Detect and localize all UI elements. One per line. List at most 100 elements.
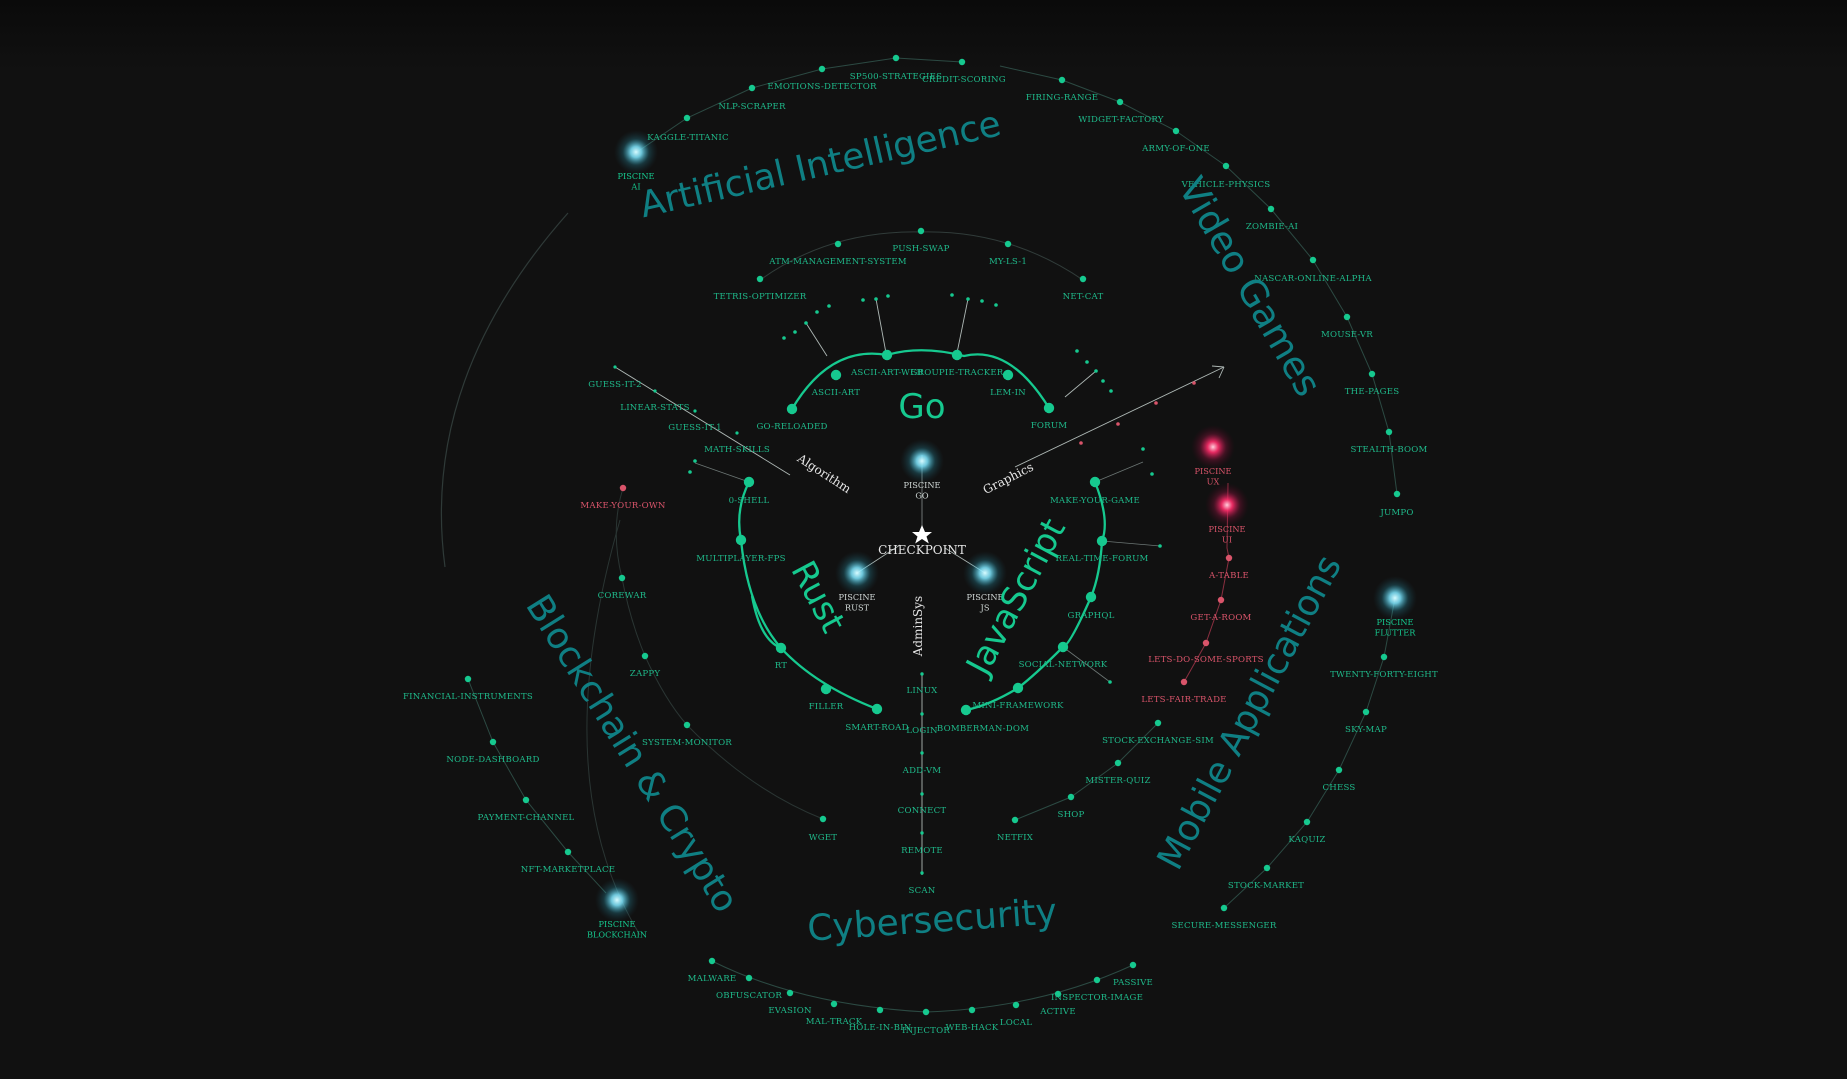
node-math-skills-dot[interactable] [735, 431, 739, 435]
piscine-ai-label-line: PISCINE [618, 171, 655, 181]
node-scan-dot[interactable] [920, 871, 924, 875]
node-linear-stats-dot[interactable] [653, 389, 657, 393]
axis-adminsys-label: AdminSys [911, 596, 925, 657]
node-groupie-tracker-dot[interactable] [951, 349, 963, 361]
node-linux-dot[interactable] [920, 672, 924, 676]
node-chess-dot[interactable] [1335, 766, 1343, 774]
node-emotions-detector-dot[interactable] [818, 65, 826, 73]
piscine-ui-glow[interactable] [1205, 483, 1249, 527]
node-local-dot[interactable] [1012, 1001, 1020, 1009]
node-lets-do-some-sports-dot[interactable] [1202, 639, 1210, 647]
node-web-hack-dot[interactable] [968, 1006, 976, 1014]
node-injector-dot[interactable] [922, 1008, 930, 1016]
node-mal-track-dot[interactable] [830, 1000, 838, 1008]
node-add-vm-dot[interactable] [920, 751, 924, 755]
node-kaquiz-dot[interactable] [1303, 818, 1311, 826]
node-zombie-ai-dot[interactable] [1267, 205, 1275, 213]
node-sky-map-dot[interactable] [1362, 708, 1370, 716]
node-netfix-dot[interactable] [1011, 816, 1019, 824]
node-0-shell-dot[interactable] [743, 476, 755, 488]
node-multiplayer-fps-dot[interactable] [735, 534, 747, 546]
piscine-ai-glow[interactable] [614, 130, 658, 174]
node-corewar-dot[interactable] [618, 574, 626, 582]
node-stock-market-dot[interactable] [1263, 864, 1271, 872]
node-rt-dot[interactable] [775, 642, 787, 654]
piscine-flutter-glow[interactable] [1373, 576, 1417, 620]
node-node-dashboard-dot[interactable] [489, 738, 497, 746]
checkpoint-star-icon[interactable] [912, 525, 932, 544]
node-the-pages-dot[interactable] [1368, 370, 1376, 378]
node-stock-exchange-sim-dot[interactable] [1154, 719, 1162, 727]
node-army-of-one-dot[interactable] [1172, 127, 1180, 135]
node-make-your-own-dot[interactable] [619, 484, 627, 492]
node-social-network-label: SOCIAL-NETWORK [1019, 660, 1108, 670]
node-nascar-online-alpha-dot[interactable] [1309, 256, 1317, 264]
node-lets-fair-trade-dot[interactable] [1180, 678, 1188, 686]
piscine-blockchain-glow[interactable] [595, 878, 639, 922]
node-tetris-optimizer-dot[interactable] [756, 275, 764, 283]
node-guess-it-1-dot[interactable] [693, 409, 697, 413]
node-my-ls-1-dot[interactable] [1004, 240, 1012, 248]
piscine-rust-glow[interactable] [835, 551, 879, 595]
node-mini-framework-dot[interactable] [1012, 682, 1024, 694]
node-connect-dot[interactable] [920, 792, 924, 796]
node-social-network-dot[interactable] [1057, 641, 1069, 653]
category-mobile-label: Mobile Applications [1150, 549, 1350, 877]
node-malware-dot[interactable] [708, 957, 716, 965]
node-emotions-detector-label: EMOTIONS-DETECTOR [767, 82, 877, 92]
node-evasion-dot[interactable] [786, 989, 794, 997]
node-shop-dot[interactable] [1067, 793, 1075, 801]
node-credit-scoring-dot[interactable] [958, 58, 966, 66]
node-login-dot[interactable] [920, 712, 924, 716]
node-make-your-game-dot[interactable] [1089, 476, 1101, 488]
go-sub-dot [1094, 369, 1098, 373]
node-nft-marketplace-dot[interactable] [564, 848, 572, 856]
node-secure-messenger-dot[interactable] [1220, 904, 1228, 912]
node-zappy-dot[interactable] [641, 652, 649, 660]
node-active-dot[interactable] [1054, 990, 1062, 998]
node-payment-channel-dot[interactable] [522, 796, 530, 804]
node-widget-factory-dot[interactable] [1116, 98, 1124, 106]
node-guess-it-2-dot[interactable] [613, 365, 617, 369]
node-obfuscator-dot[interactable] [745, 974, 753, 982]
go-sub-dot [1101, 379, 1105, 383]
node-mouse-vr-dot[interactable] [1343, 313, 1351, 321]
node-mister-quiz-dot[interactable] [1114, 759, 1122, 767]
node-remote-label: REMOTE [901, 846, 943, 856]
node-lem-in-dot[interactable] [1002, 369, 1014, 381]
node-a-table-dot[interactable] [1225, 554, 1233, 562]
node-ascii-art-dot[interactable] [830, 369, 842, 381]
piscine-js-glow[interactable] [963, 551, 1007, 595]
node-forum-dot[interactable] [1043, 402, 1055, 414]
node-atm-management-system-dot[interactable] [834, 240, 842, 248]
node-go-reloaded-dot[interactable] [786, 403, 798, 415]
node-sp500-strategies-dot[interactable] [892, 54, 900, 62]
go-sub-dot [950, 293, 954, 297]
node-stealth-boom-dot[interactable] [1385, 428, 1393, 436]
node-smart-road-dot[interactable] [871, 703, 883, 715]
node-nlp-scraper-dot[interactable] [748, 84, 756, 92]
node-net-cat-dot[interactable] [1079, 275, 1087, 283]
node-real-time-forum-dot[interactable] [1096, 535, 1108, 547]
node-wget-dot[interactable] [819, 815, 827, 823]
node-bomberman-dom-dot[interactable] [960, 704, 972, 716]
node-vehicle-physics-dot[interactable] [1222, 162, 1230, 170]
node-inspector-image-dot[interactable] [1093, 976, 1101, 984]
node-firing-range-dot[interactable] [1058, 76, 1066, 84]
node-inspector-image-label: INSPECTOR-IMAGE [1051, 993, 1143, 1003]
node-kaggle-titanic-dot[interactable] [683, 114, 691, 122]
node-filler-dot[interactable] [820, 683, 832, 695]
node-push-swap-dot[interactable] [917, 227, 925, 235]
node-ascii-art-web-dot[interactable] [881, 349, 893, 361]
node-system-monitor-dot[interactable] [683, 721, 691, 729]
node-remote-dot[interactable] [920, 831, 924, 835]
node-get-a-room-dot[interactable] [1217, 596, 1225, 604]
node-passive-dot[interactable] [1129, 961, 1137, 969]
node-twenty-forty-eight-dot[interactable] [1380, 653, 1388, 661]
piscine-go-glow[interactable] [900, 439, 944, 483]
piscine-ux-glow[interactable] [1191, 425, 1235, 469]
node-graphql-dot[interactable] [1085, 591, 1097, 603]
node-jumpo-dot[interactable] [1393, 490, 1401, 498]
node-financial-instruments-dot[interactable] [464, 675, 472, 683]
node-hole-in-bin-dot[interactable] [876, 1006, 884, 1014]
